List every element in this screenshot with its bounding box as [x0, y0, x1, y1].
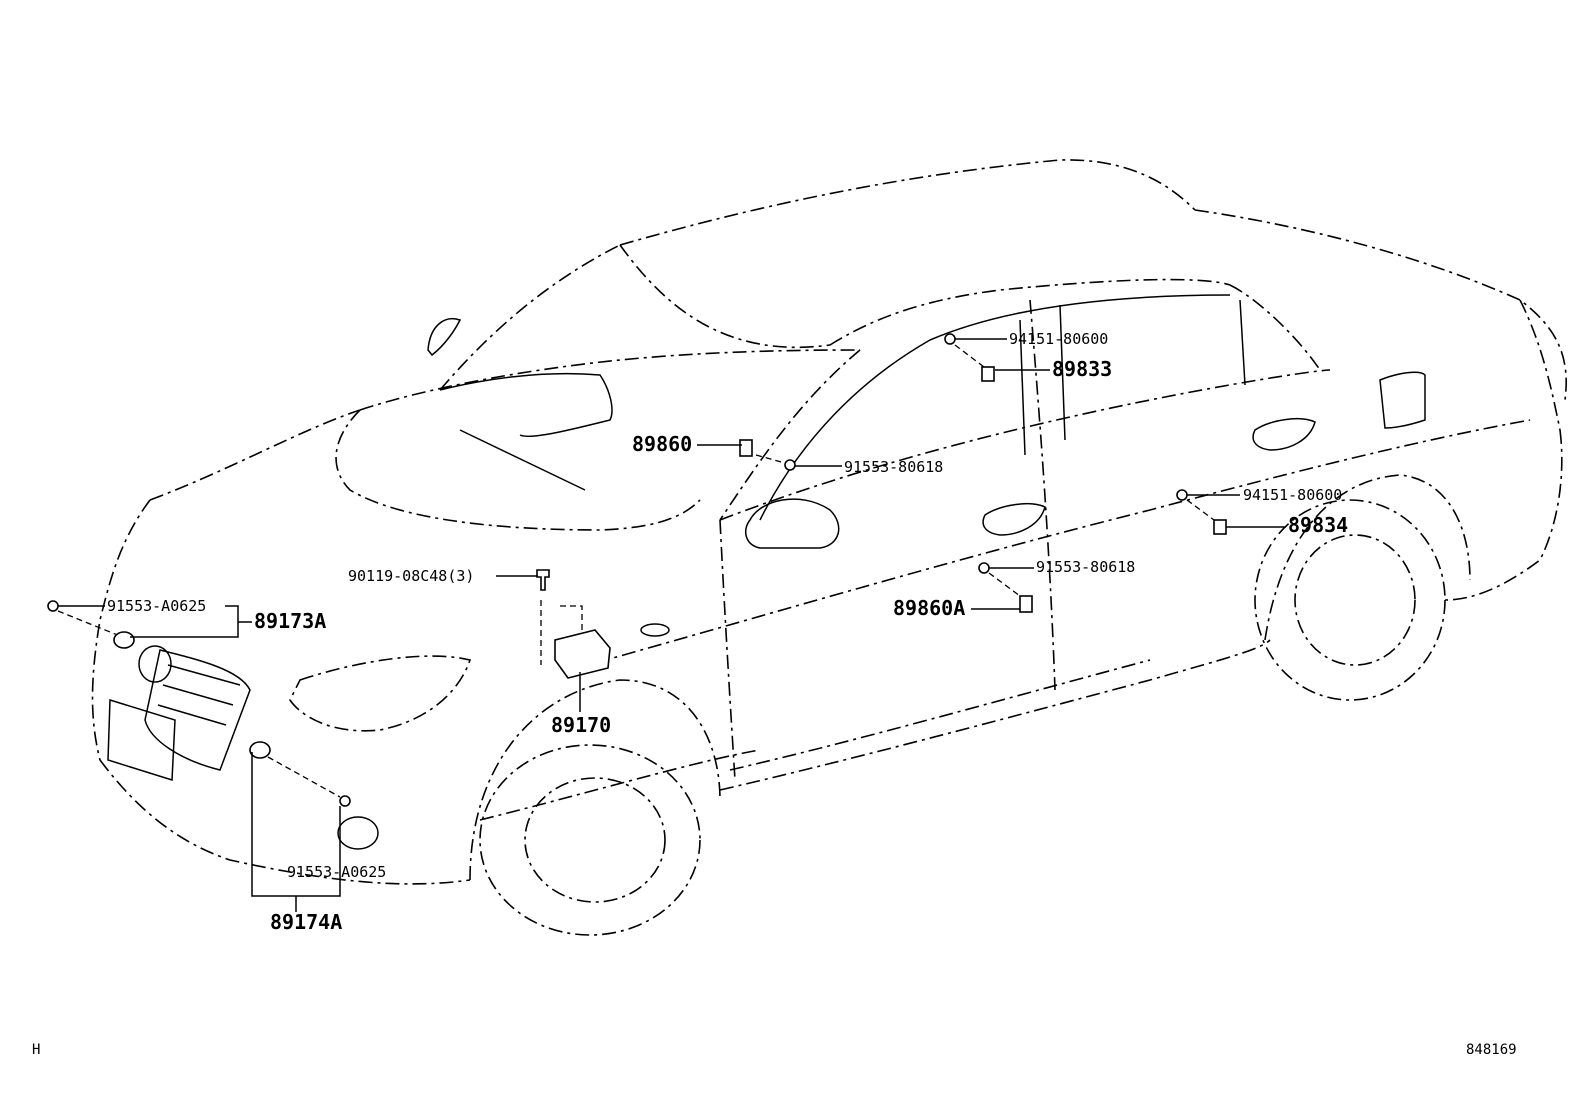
label-91553-a0625-bottom: 91553-A0625: [287, 863, 386, 881]
sensor-89833-icon: [981, 366, 995, 382]
label-94151-top: 94151-80600: [1009, 330, 1108, 348]
sensor-89174A-icon: [249, 741, 271, 759]
label-91553-80618-mid: 91553-80618: [1036, 558, 1135, 576]
label-91553-80618-top: 91553-80618: [844, 458, 943, 476]
nut-94151-top-icon: [944, 333, 956, 345]
label-89174A: 89174A: [270, 910, 342, 934]
label-89170: 89170: [551, 713, 611, 737]
bolt-90119-icon: [536, 569, 550, 591]
label-89173A: 89173A: [254, 609, 326, 633]
label-94151-right: 94151-80600: [1243, 486, 1342, 504]
bolt-91553-80618-mid-icon: [978, 562, 990, 574]
label-91553-a0625-top: 91553-A0625: [107, 597, 206, 615]
sensor-89860-icon: [739, 439, 753, 457]
label-89833: 89833: [1052, 357, 1112, 381]
sensor-89173A-icon: [113, 631, 135, 649]
sensor-89860A-icon: [1019, 595, 1033, 613]
label-89860: 89860: [632, 432, 692, 456]
label-89860A: 89860A: [893, 596, 965, 620]
label-89834: 89834: [1288, 513, 1348, 537]
vehicle-details: [107, 294, 1426, 850]
bolt-91553-a0625-bottom-icon: [339, 795, 351, 807]
sensor-89834-icon: [1213, 519, 1227, 535]
parts: [47, 333, 1227, 807]
vehicle-outline: [91, 159, 1567, 936]
leader-lines: [58, 338, 1286, 912]
label-90119: 90119-08C48(3): [348, 567, 474, 585]
nut-94151-right-icon: [1176, 489, 1188, 501]
bolt-91553-a0625-top-icon: [47, 600, 59, 612]
footer-right-code: 848169: [1466, 1042, 1517, 1058]
bolt-91553-80618-top-icon: [784, 459, 796, 471]
module-89170-icon: [554, 629, 611, 679]
part-labels: 94151-80600 89833 89860 91553-80618 9415…: [107, 330, 1348, 934]
footer-left-code: H: [32, 1042, 40, 1058]
